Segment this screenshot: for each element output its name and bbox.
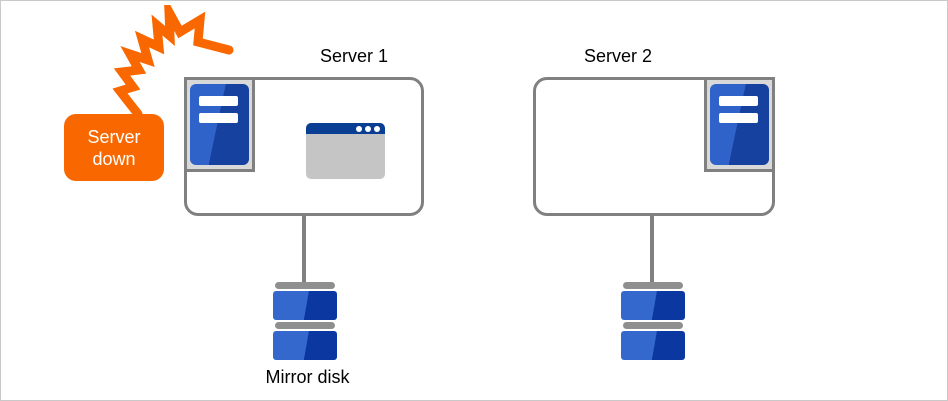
server-down-badge: Server down — [64, 114, 164, 181]
disk-platter — [273, 291, 337, 320]
disk-stack-icon — [623, 282, 683, 289]
server-slot-bar — [199, 96, 238, 106]
server-slot-bar — [719, 96, 758, 106]
server-slot-bar — [199, 113, 238, 123]
server2-disk-connector — [650, 214, 654, 284]
server1-title: Server 1 — [319, 46, 389, 66]
disk-stack-icon — [275, 282, 335, 289]
server2-title: Server 2 — [583, 46, 653, 66]
application-window-icon — [306, 123, 385, 179]
disk-platter — [621, 331, 685, 360]
disk-divider-bar — [623, 322, 683, 329]
window-titlebar — [306, 123, 385, 134]
disk-divider-bar — [275, 322, 335, 329]
disk-platter — [273, 331, 337, 360]
server-slot-bar — [719, 113, 758, 123]
mirror-disk-label: Mirror disk — [265, 367, 350, 387]
server1-disk-connector — [302, 214, 306, 284]
disk-platter — [621, 291, 685, 320]
window-buttons — [356, 126, 380, 132]
server-down-line2: down — [92, 148, 136, 169]
crash-flash-icon — [112, 5, 234, 119]
server-down-line1: Server — [87, 126, 141, 147]
